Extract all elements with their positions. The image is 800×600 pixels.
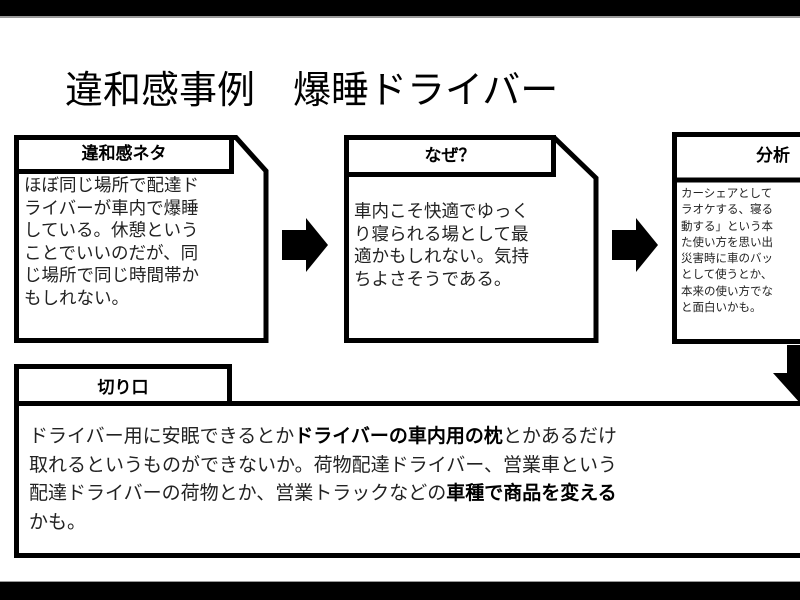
body-line: している。休憩という xyxy=(24,221,199,241)
arrow-right-icon xyxy=(282,218,328,272)
arrow-right-icon xyxy=(612,218,658,272)
slide-title: 違和感事例 爆睡ドライバー xyxy=(65,68,559,112)
body-line: り寝られる場として最 xyxy=(354,224,529,245)
box-header-bunseki: 分析 xyxy=(756,146,790,166)
body-line: 動する」という本 xyxy=(681,218,773,233)
cut-run: かも。 xyxy=(29,510,87,533)
box-body-naze: 車内こそ快適でゆっく り寝られる場として最 適かもしれない。気持 ちよさそうであ… xyxy=(354,201,590,291)
body-line: カーシェアとして xyxy=(681,186,773,200)
flow-box-naze: なぜ？ 車内こそ快適でゆっく り寝られる場として最 適かもしれない。気持 ちよさ… xyxy=(344,135,600,343)
cut-body: ドライバー用に安眠できるとかドライバーの車内用の枕とかあるだけ取れるというものが… xyxy=(14,401,800,558)
flow-box-iwakan: 違和感ネタ ほぼ同じ場所で配達ド ライバーが車内で爆睡 している。休憩という こ… xyxy=(14,135,270,343)
cut-emphasis: ドライバーの車内用の枕 xyxy=(294,425,503,447)
body-line: 災害時に車のバッ xyxy=(681,251,773,266)
body-line: と面白いかも。 xyxy=(681,300,762,315)
cut-box: 切り口 ドライバー用に安眠できるとかドライバーの車内用の枕とかあるだけ取れるとい… xyxy=(14,364,800,558)
flow-box-bunseki: 分析 カーシェアとして ラオケする、寝る 動する」という本 た使い方を思い出 災… xyxy=(672,132,800,344)
body-line: ライバーが車内で爆睡 xyxy=(24,198,199,219)
box-frame xyxy=(672,132,800,344)
body-line: ラオケする、寝る xyxy=(681,202,773,217)
cut-line: 配達ドライバーの荷物とか、営業トラックなどの車種で商品を変える xyxy=(29,479,795,508)
cut-line: 取れるというものができないか。荷物配達ドライバー、営業車という xyxy=(29,451,795,480)
cut-line: かも。 xyxy=(29,508,795,537)
body-line: ちよさそうである。 xyxy=(354,269,512,290)
cut-header: 切り口 xyxy=(14,364,232,406)
cut-text: ドライバー用に安眠できるとかドライバーの車内用の枕とかあるだけ取れるというものが… xyxy=(29,422,795,536)
box-header-naze: なぜ？ xyxy=(344,135,556,177)
body-line: ことでいいのだが、同 xyxy=(24,243,199,264)
box-body-iwakan: ほぼ同じ場所で配達ド ライバーが車内で爆睡 している。休憩という ことでいいのだ… xyxy=(24,175,260,310)
cut-run: 取れるというものができないか。荷物配達ドライバー、営業車という xyxy=(29,453,618,476)
screen-bottom-bar xyxy=(0,581,800,600)
cut-run: とかあるだけ xyxy=(502,425,617,447)
arrow-down-icon xyxy=(773,345,800,403)
cut-emphasis: 車種で商品を変える xyxy=(446,482,617,504)
body-line: もしれない。 xyxy=(24,288,129,309)
body-line: 車内こそ快適でゆっく xyxy=(354,202,529,222)
box-body-bunseki: カーシェアとして ラオケする、寝る 動する」という本 た使い方を思い出 災害時に… xyxy=(681,185,798,315)
cut-line: ドライバー用に安眠できるとかドライバーの車内用の枕とかあるだけ xyxy=(29,422,795,451)
body-line: 適かもしれない。気持 xyxy=(354,247,529,267)
body-line: 本来の使い方でな xyxy=(681,283,773,298)
box-header-iwakan: 違和感ネタ xyxy=(14,135,234,174)
cut-run: ドライバー用に安眠できるとか xyxy=(29,425,295,447)
screen-top-bar xyxy=(0,0,800,18)
body-line: として使うとか、 xyxy=(681,267,773,282)
body-line: じ場所で同じ時間帯か xyxy=(24,266,199,286)
body-line: た使い方を思い出 xyxy=(681,234,773,249)
body-line: ほぼ同じ場所で配達ド xyxy=(24,176,199,196)
cut-run: 配達ドライバーの荷物とか、営業トラックなどの xyxy=(29,482,447,504)
